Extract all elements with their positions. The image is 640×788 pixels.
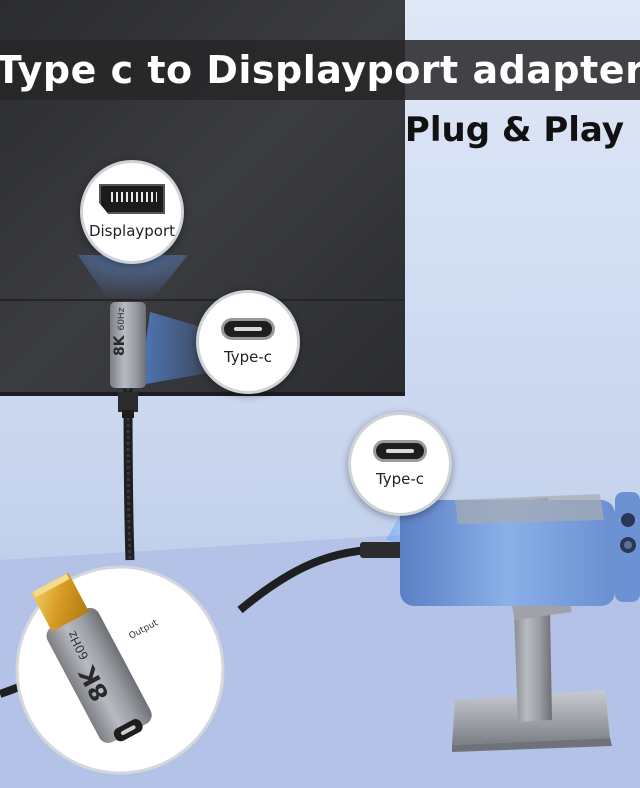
adapter-resolution: 8K	[112, 335, 128, 356]
typec-upper-callout: Type-c	[196, 290, 300, 394]
subtitle-text: Plug & Play	[404, 110, 624, 150]
title-banner: Type c to Displayport adapter	[0, 40, 640, 100]
displayport-label: Displayport	[88, 222, 176, 240]
typec-lower-callout: Type-c	[348, 412, 452, 516]
displayport-callout: Displayport	[80, 160, 184, 264]
adapter-refresh: 60Hz	[117, 307, 127, 331]
usb-c-port-icon	[221, 318, 275, 340]
title-text: Type c to Displayport adapter	[0, 48, 640, 92]
typec-lower-label: Type-c	[375, 470, 425, 488]
typec-upper-label: Type-c	[223, 348, 273, 366]
usb-c-port-icon	[373, 440, 427, 462]
adapter-8k-mark: 8K 60Hz	[112, 308, 128, 356]
displayport-port-icon	[99, 184, 165, 214]
